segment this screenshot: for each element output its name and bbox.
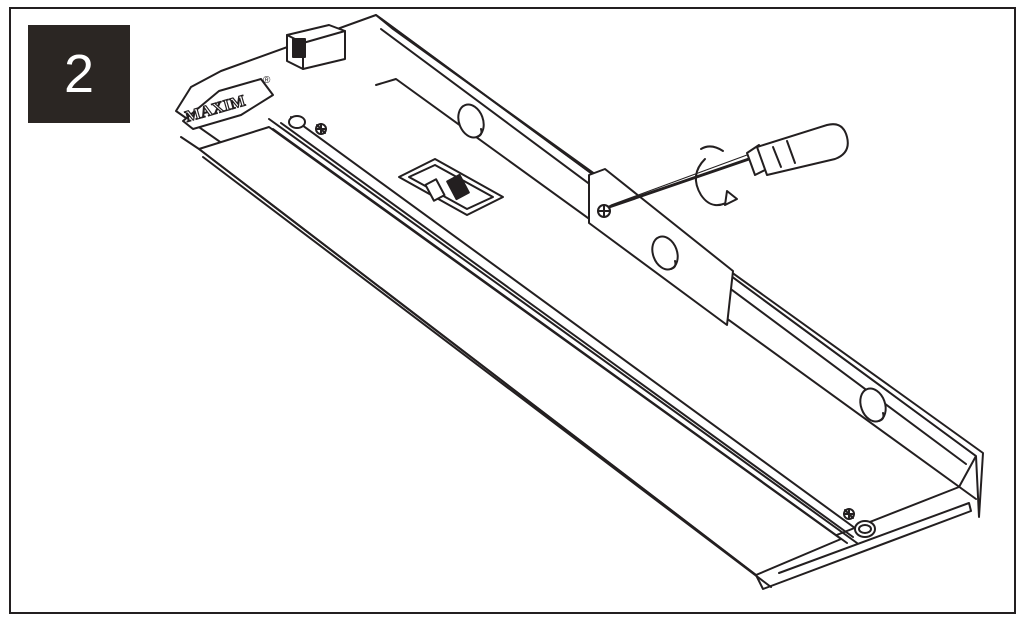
fixture-front-edge-lip bbox=[203, 157, 771, 587]
registered-mark: ® bbox=[263, 75, 271, 86]
connector-port bbox=[287, 25, 345, 69]
clockwise-rotation-arrow-icon bbox=[696, 146, 737, 205]
fixture-housing-side bbox=[376, 15, 983, 517]
lens-rail-outer bbox=[269, 119, 857, 543]
lens-rail-inner-2 bbox=[281, 123, 853, 537]
slide-switch bbox=[399, 159, 503, 215]
knockout-hole-2 bbox=[648, 233, 682, 273]
under-cabinet-light-fixture-drawing: MAXIM ® bbox=[11, 9, 1016, 614]
screw-right-icon bbox=[844, 509, 854, 519]
mounting-hole-left bbox=[289, 116, 305, 128]
screwdriver-icon bbox=[609, 124, 848, 207]
illustration-frame: 2 bbox=[9, 7, 1016, 614]
logo-plate bbox=[183, 79, 273, 129]
lens-rail-inner-1 bbox=[273, 129, 847, 543]
end-cap-edge bbox=[376, 79, 976, 499]
step-number-badge: 2 bbox=[28, 25, 130, 123]
knockout-hole-3 bbox=[856, 385, 890, 425]
screw-left-icon bbox=[316, 124, 326, 134]
mounting-hole-right bbox=[855, 521, 875, 537]
cover-screw-icon bbox=[598, 205, 610, 217]
fixture-housing-top bbox=[176, 15, 976, 549]
lens-rail-inner-3 bbox=[291, 117, 859, 531]
fixture-front-edge bbox=[181, 137, 971, 589]
knockout-hole-1 bbox=[454, 101, 488, 141]
